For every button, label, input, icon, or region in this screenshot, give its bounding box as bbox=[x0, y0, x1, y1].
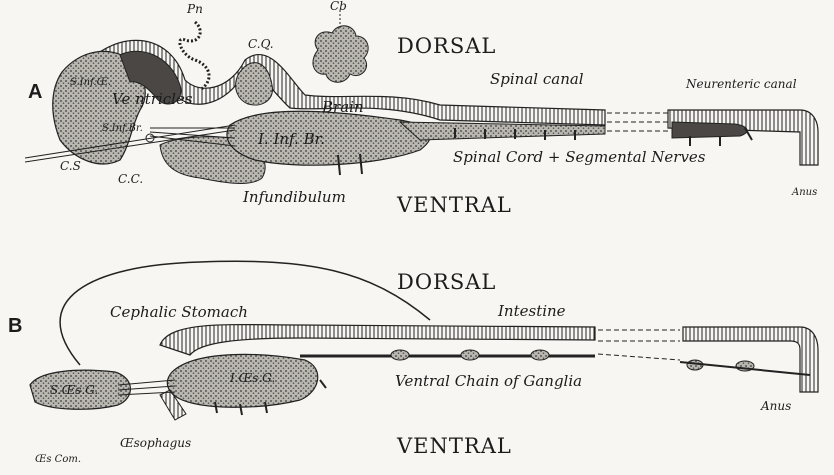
hind-intestine bbox=[683, 327, 818, 392]
panel-label-b: B bbox=[8, 316, 22, 336]
spinal-canal-label: Spinal canal bbox=[490, 72, 584, 87]
ventral-ganglia bbox=[391, 350, 754, 371]
ventral-label-b: VENTRAL bbox=[397, 436, 512, 457]
cb-label: Cb bbox=[330, 0, 347, 12]
s-inf-br-label: S.Inf.Br. bbox=[102, 124, 143, 134]
anus-label-b: Anus bbox=[761, 400, 791, 412]
spinal-cord-label: Spinal Cord + Segmental Nerves bbox=[453, 150, 706, 165]
cq-label: C.Q. bbox=[248, 38, 274, 50]
anus-label-a: Anus bbox=[792, 188, 817, 198]
dorsal-label-a: DORSAL bbox=[397, 36, 496, 57]
dorsal-label-b: DORSAL bbox=[397, 272, 496, 293]
ventricles-label: Ve ntricles bbox=[112, 92, 193, 107]
hind-cord bbox=[672, 122, 747, 138]
s-inf-oe-label: S.Inf.Œ. bbox=[70, 78, 111, 88]
oesophagus-label: Œsophagus bbox=[120, 437, 191, 449]
intestine-label: Intestine bbox=[498, 304, 566, 319]
i-oes-g-label: I.Œs.G. bbox=[230, 372, 275, 384]
cs-label: C.S bbox=[60, 160, 81, 172]
brain-label: Brain bbox=[322, 100, 364, 115]
ventral-chain-label: Ventral Chain of Ganglia bbox=[395, 374, 582, 389]
oes-com-label: Œs Com. bbox=[35, 455, 81, 465]
neurenteric-canal-label: Neurenteric canal bbox=[686, 78, 797, 90]
intestine-tube bbox=[160, 325, 595, 355]
cc-label: C.C. bbox=[118, 173, 143, 185]
pn-label: Pn bbox=[187, 3, 203, 15]
infundibulum-label: Infundibulum bbox=[243, 190, 346, 205]
ventral-label-a: VENTRAL bbox=[397, 195, 512, 216]
panel-label-a: A bbox=[28, 82, 42, 102]
cephalic-stomach-label: Cephalic Stomach bbox=[110, 305, 248, 320]
s-oes-g-label: S.Œs.G. bbox=[50, 384, 98, 396]
i-inf-br-label: I. Inf. Br. bbox=[258, 132, 325, 147]
cb-cloud bbox=[313, 26, 368, 82]
